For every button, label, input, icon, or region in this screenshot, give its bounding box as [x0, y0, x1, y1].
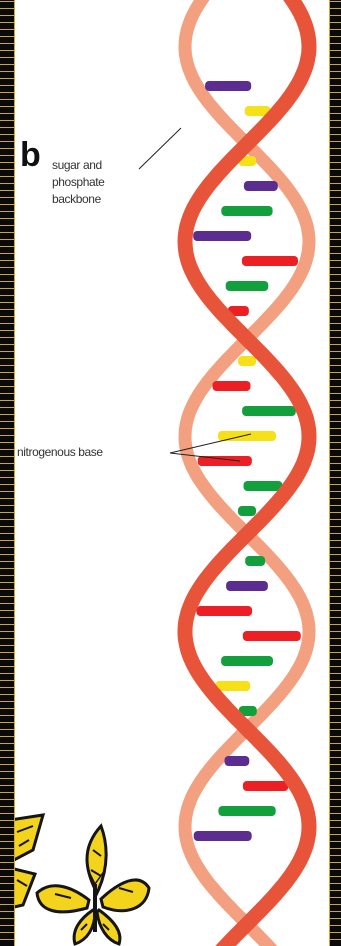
dna-diagram-panel: b sugar and phosphate backbone nitrogeno…	[15, 0, 329, 946]
butterfly-decoration	[15, 0, 329, 946]
right-decorative-border	[329, 0, 341, 946]
butterfly-icon-large	[37, 820, 149, 944]
left-decorative-border	[0, 0, 15, 946]
